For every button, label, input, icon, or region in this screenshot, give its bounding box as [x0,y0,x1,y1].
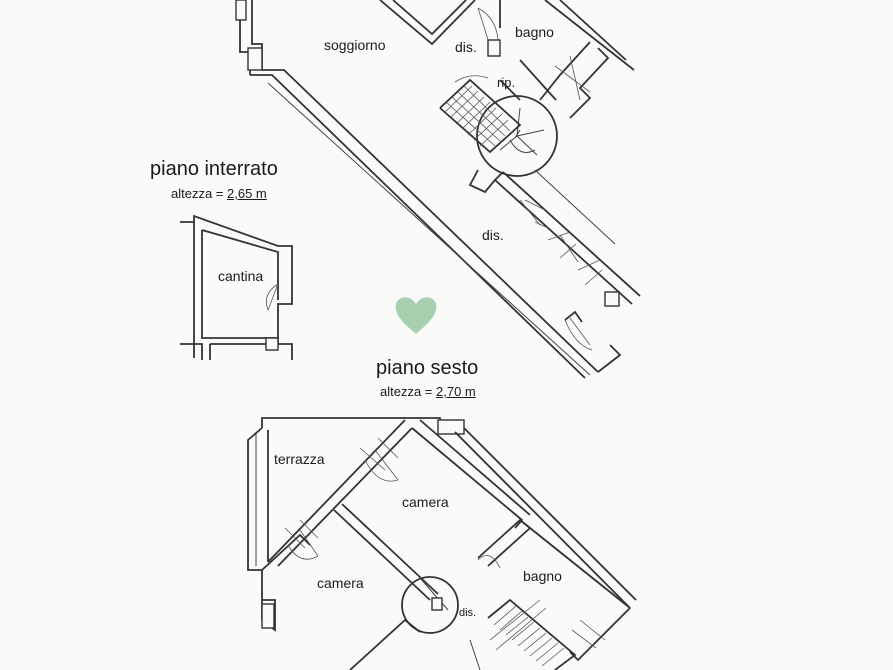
room-label-terrazza: terrazza [274,451,325,467]
room-label-soggiorno: soggiorno [324,37,386,53]
room-label-rip: rip. [497,75,516,90]
sixth-floor-plan [247,417,637,670]
room-label-camera-lower: camera [317,575,364,591]
room-label-dis-corridor: dis. [482,227,504,243]
sixth-floor-height-prefix: altezza = [380,384,437,399]
basement-plan [180,214,293,360]
sixth-floor-height: altezza = 2,70 m [380,384,476,399]
room-label-bagno-upper: bagno [515,24,554,40]
room-label-cantina: cantina [218,268,264,284]
basement-title: piano interrato [150,158,278,180]
sixth-floor-title: piano sesto [376,357,479,379]
basement-height-value: 2,65 m [227,186,267,201]
room-label-bagno-sixth: bagno [523,568,562,584]
upper-floor-plan [235,0,641,379]
room-label-camera-upper: camera [402,494,449,510]
room-label-dis-upper: dis. [455,39,477,55]
sixth-floor-height-value: 2,70 m [436,384,476,399]
basement-height-prefix: altezza = [171,186,228,201]
basement-height: altezza = 2,65 m [171,186,267,201]
heart-icon [395,297,437,334]
room-label-dis-sixth: dis. [459,607,477,619]
